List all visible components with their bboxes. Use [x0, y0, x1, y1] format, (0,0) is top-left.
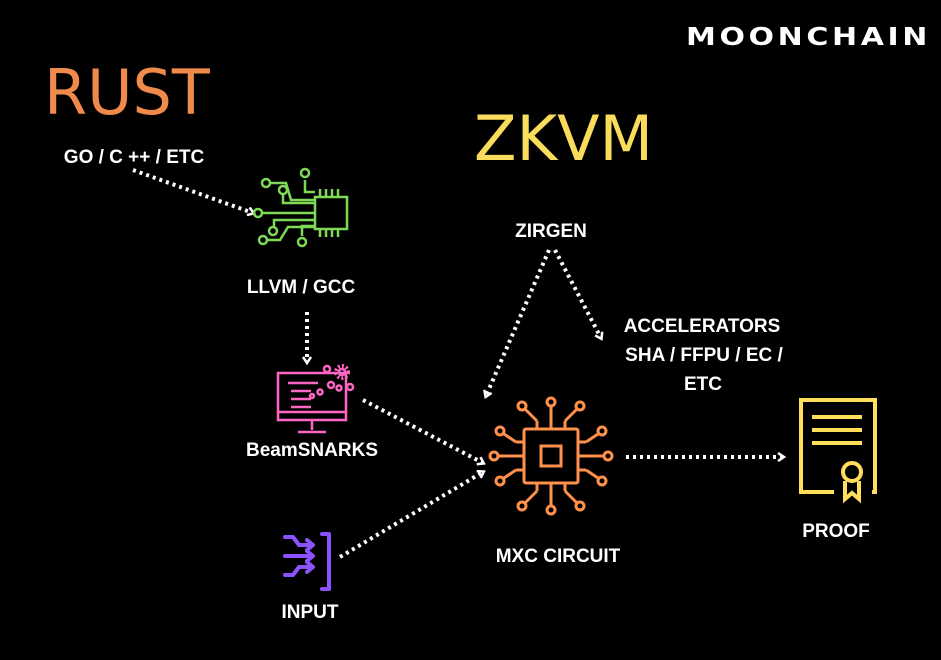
- compiler-chip-icon: [252, 167, 349, 248]
- arrow-zirgen-to-accelerators: [553, 249, 601, 338]
- accelerators-label-line3: ETC: [684, 374, 722, 395]
- languages-label: GO / C ++ / ETC: [63, 147, 205, 168]
- circuit-chip-icon: [488, 396, 614, 516]
- arrow-input-to-circuit: [338, 472, 483, 559]
- arrow-zirgen-to-circuit: [486, 249, 551, 396]
- arrow-beamsnarks-to-circuit: [362, 398, 483, 463]
- moonchain-logo: MOONCHAIN: [686, 22, 931, 51]
- circuit-label: MXC CIRCUIT: [495, 546, 621, 567]
- input-label: INPUT: [281, 602, 339, 623]
- accelerators-label-line1: ACCELERATORS: [623, 316, 781, 337]
- compiler-label: LLVM / GCC: [246, 277, 356, 298]
- accelerators-label-line2: SHA / FFPU / EC /: [625, 345, 783, 366]
- proof-label: PROOF: [802, 521, 870, 542]
- rust-title: RUST: [44, 56, 210, 129]
- beamsnarks-monitor-icon: [276, 364, 355, 434]
- zirgen-label: ZIRGEN: [515, 221, 587, 242]
- proof-certificate-icon: [799, 398, 877, 504]
- beamsnarks-label: BeamSNARKS: [246, 440, 378, 461]
- input-icon: [283, 532, 331, 591]
- arrow-languages-to-compiler: [132, 168, 253, 213]
- zkvm-title: ZKVM: [474, 102, 654, 175]
